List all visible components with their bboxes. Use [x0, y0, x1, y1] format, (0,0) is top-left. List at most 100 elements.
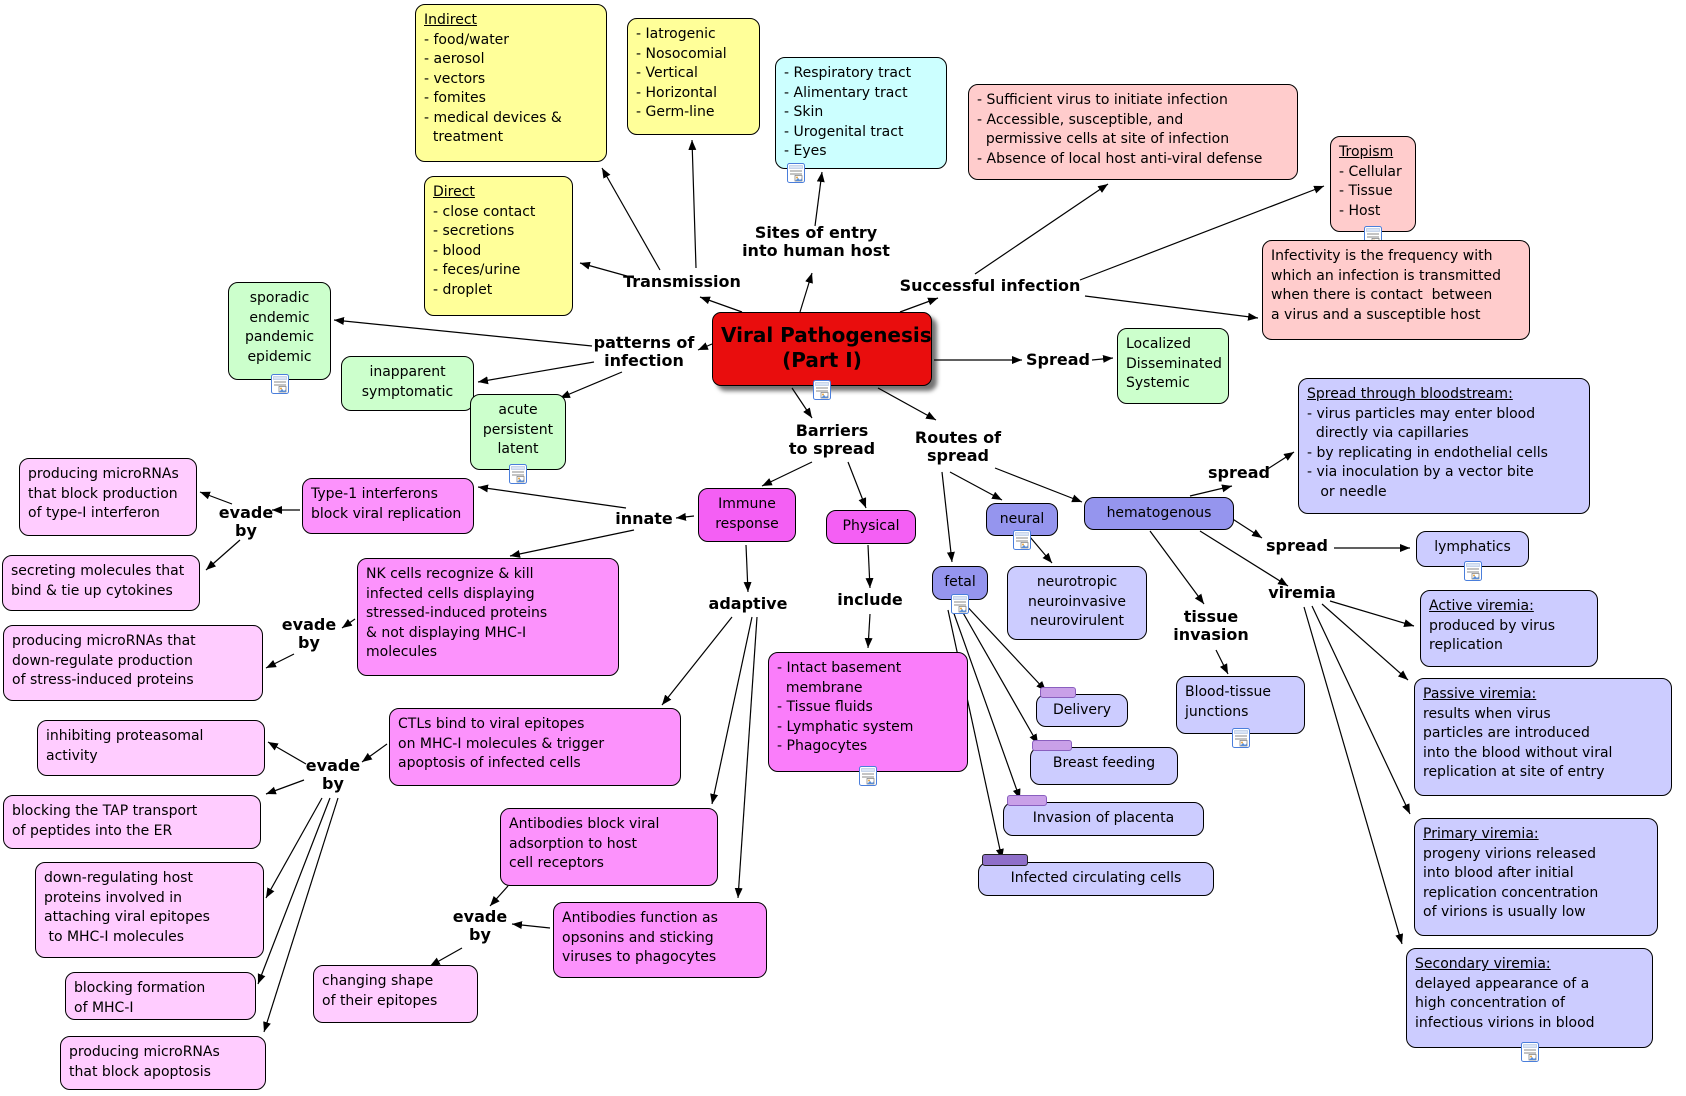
text-line: NK cells recognize & kill	[366, 566, 534, 582]
concept-delivery[interactable]: Delivery	[1036, 694, 1128, 727]
link-label-spread-1[interactable]: spread	[1208, 463, 1270, 482]
text-line: neural	[999, 511, 1045, 527]
link-label-spread-2[interactable]: spread	[1266, 536, 1328, 555]
text-line: Localized	[1126, 336, 1192, 352]
text-line: Tropism	[1339, 144, 1394, 160]
concept-direct[interactable]: Direct- close contact- secretions- blood…	[424, 176, 573, 316]
text-line: block viral replication	[311, 505, 462, 522]
text-line: of stress-induced proteins	[12, 672, 194, 688]
link-label-routes[interactable]: Routes of spread	[914, 428, 1002, 465]
text-line: replication at site of entry	[1423, 764, 1605, 780]
text-line: producing microRNAs that	[12, 633, 196, 649]
link-label-adaptive[interactable]: adaptive	[708, 594, 788, 613]
link-label-tissue-invasion[interactable]: tissue invasion	[1173, 607, 1249, 644]
text-line: - Intact basement	[777, 660, 902, 676]
concept-fetal[interactable]: fetal	[932, 566, 988, 600]
link-label-patterns-of-infection[interactable]: patterns of infection	[593, 333, 695, 370]
resource-icon[interactable]	[787, 163, 805, 183]
resource-icon[interactable]	[951, 594, 969, 614]
resource-icon[interactable]	[509, 464, 527, 484]
arrow	[949, 471, 1003, 501]
hidden-object-fragment	[982, 854, 1028, 866]
resource-icon[interactable]	[1232, 728, 1250, 748]
link-label-evade-by-4[interactable]: evade by	[452, 907, 508, 944]
text-line: cell receptors	[509, 855, 604, 871]
concept-secondary-viremia[interactable]: Secondary viremia:delayed appearance of …	[1406, 948, 1653, 1048]
resource-icon[interactable]	[859, 766, 877, 786]
text-line: acute	[498, 402, 538, 418]
concept-sufficient[interactable]: - Sufficient virus to initiate infection…	[968, 84, 1298, 180]
text-line: junctions	[1185, 703, 1249, 720]
resource-icon[interactable]	[813, 380, 831, 400]
concept-tropism[interactable]: Tropism- Cellular- Tissue- Host	[1330, 136, 1416, 232]
concept-primary-viremia[interactable]: Primary viremia:progeny virions released…	[1414, 818, 1658, 936]
link-label-sites-of-entry[interactable]: Sites of entry into human host	[742, 223, 890, 260]
arrow	[489, 885, 509, 907]
resource-icon[interactable]	[1013, 530, 1031, 550]
link-label-evade-by-1[interactable]: evade by	[218, 503, 274, 540]
link-label-spread-main[interactable]: Spread	[1026, 350, 1090, 369]
link-label-evade-by-2[interactable]: evade by	[281, 615, 337, 652]
link-label-transmission[interactable]: Transmission	[623, 272, 741, 291]
link-label-include[interactable]: include	[837, 590, 903, 609]
text-line: Immune	[718, 496, 776, 512]
text-line: blocking formation	[74, 980, 206, 996]
concept-infected-cells[interactable]: Infected circulating cells	[978, 862, 1214, 896]
text-line: - vectors	[424, 70, 486, 87]
resource-icon[interactable]	[271, 374, 289, 394]
concept-iatrogenic[interactable]: - Iatrogenic- Nosocomial- Vertical- Hori…	[627, 18, 760, 135]
text-line: inhibiting proteasomal	[46, 728, 204, 744]
text-line: - Lymphatic system	[777, 718, 914, 735]
text-line: replication	[1429, 637, 1503, 653]
concept-bloodstream[interactable]: Spread through bloodstream:- virus parti…	[1298, 378, 1590, 514]
text-line: Indirect	[424, 12, 478, 28]
concept-intact[interactable]: - Intact basement membrane- Tissue fluid…	[768, 652, 968, 772]
link-label-innate[interactable]: innate	[615, 509, 673, 528]
text-line: - by replicating in endothelial cells	[1307, 444, 1548, 461]
link-label-barriers[interactable]: Barriers to spread	[788, 421, 876, 458]
arrow	[688, 139, 697, 269]
concept-physical[interactable]: Physical	[826, 510, 916, 544]
text-line: Secondary viremia:	[1415, 956, 1551, 972]
text-line: to MHC-I molecules	[44, 928, 185, 945]
text-line: - Accessible, susceptible, and	[977, 111, 1184, 128]
resource-icon[interactable]	[1464, 561, 1482, 581]
concept-invasion-placenta[interactable]: Invasion of placenta	[1003, 802, 1204, 836]
concept-breast-feeding[interactable]: Breast feeding	[1030, 747, 1178, 785]
link-label-evade-by-3[interactable]: evade by	[305, 756, 361, 793]
link-label-successful-infection[interactable]: Successful infection	[899, 276, 1081, 295]
resource-icon[interactable]	[1521, 1042, 1539, 1062]
link-label-viremia[interactable]: viremia	[1268, 583, 1336, 602]
concept-indirect[interactable]: Indirect- food/water- aerosol- vectors- …	[415, 4, 607, 162]
text-line: bind & tie up cytokines	[11, 582, 173, 599]
concept-hematogenous[interactable]: hematogenous	[1084, 497, 1234, 530]
text-line: Physical	[842, 518, 900, 534]
concept-main[interactable]: Viral Pathogenesis(Part I)	[712, 312, 932, 386]
text-line: lymphatics	[1434, 539, 1511, 555]
concept-entry-sites[interactable]: - Respiratory tract- Alimentary tract- S…	[775, 57, 947, 169]
